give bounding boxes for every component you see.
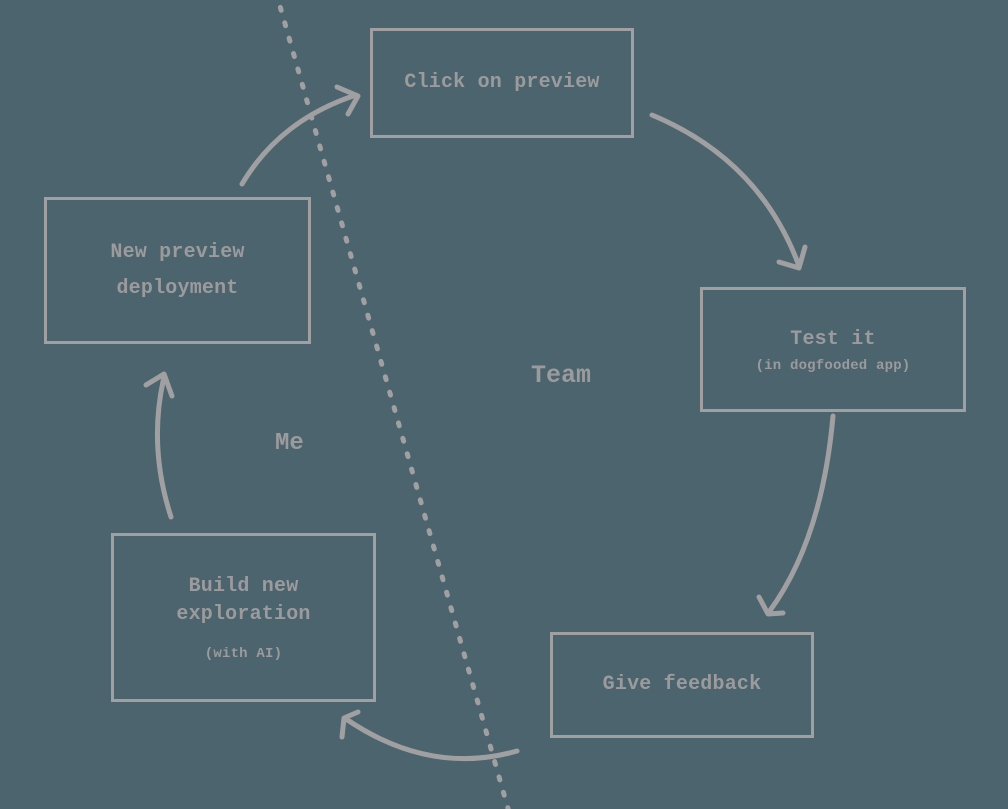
region-label-me: Me (275, 430, 304, 457)
node-new-preview-deployment-label: New preview deployment (110, 240, 245, 300)
node-test-it: Test it (in dogfooded app) (700, 287, 966, 412)
arrow-click-to-test (649, 112, 808, 271)
region-label-team: Team (531, 361, 592, 390)
node-click-on-preview-label: Click on preview (404, 71, 600, 94)
node-new-preview-deployment: New preview deployment (44, 197, 311, 344)
arrow-test-to-feedback (756, 413, 836, 617)
me-team-divider-line (275, 0, 511, 809)
node-give-feedback-label: Give feedback (602, 673, 762, 696)
arrow-build-to-deployment (143, 371, 175, 520)
arrow-feedback-to-build (339, 709, 520, 762)
node-build-new-exploration-label: Build new exploration (176, 575, 311, 626)
node-build-new-exploration-sublabel: (with AI) (204, 646, 283, 662)
node-give-feedback: Give feedback (550, 632, 814, 738)
node-click-on-preview: Click on preview (370, 28, 634, 138)
node-build-new-exploration: Build new exploration (with AI) (111, 533, 376, 702)
node-test-it-sublabel: (in dogfooded app) (755, 357, 911, 374)
node-test-it-label: Test it (790, 327, 876, 351)
arrow-deployment-to-click (239, 84, 361, 187)
